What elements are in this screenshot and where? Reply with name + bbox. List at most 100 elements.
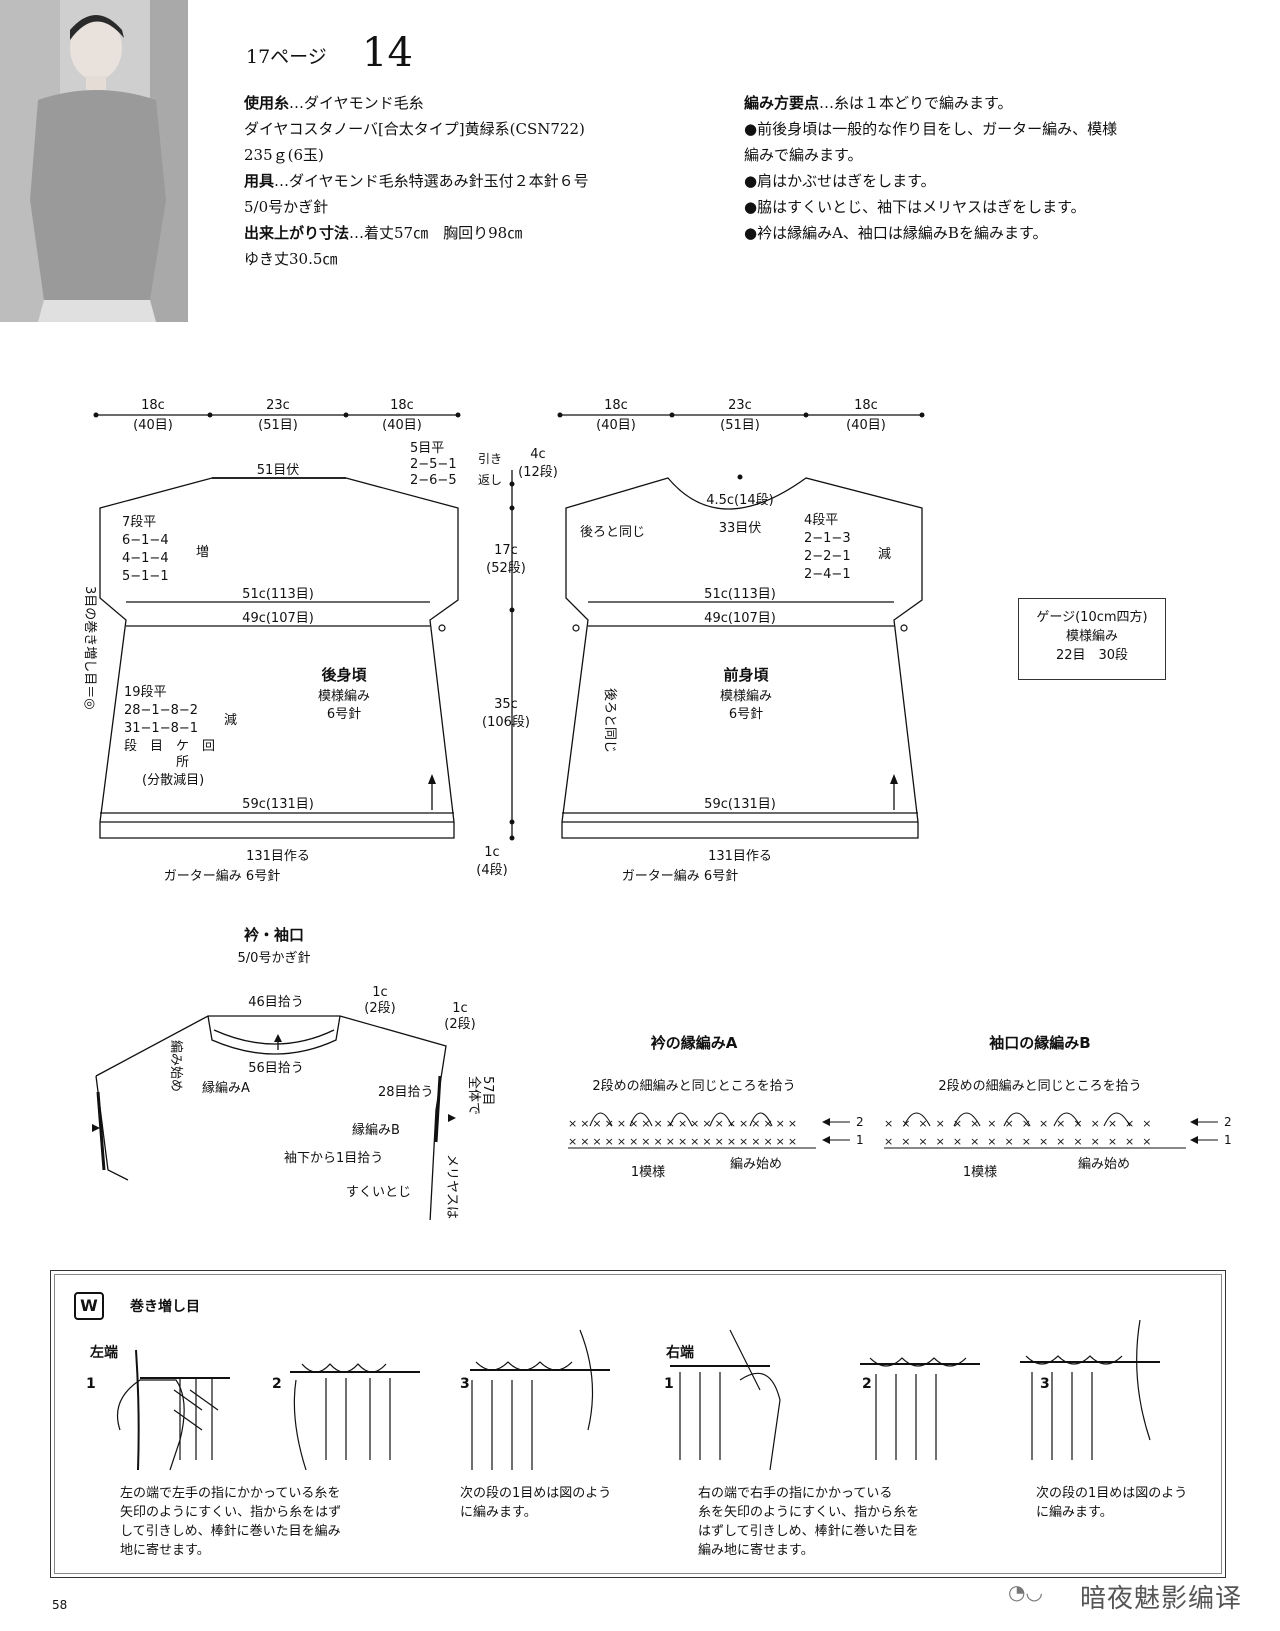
- back-dim-right: 18c: [390, 398, 414, 413]
- size-value: …着丈57㎝ 胸回り98㎝: [349, 224, 523, 242]
- front-dec-3: 2−2−1: [804, 549, 851, 564]
- back-pattern: 模様編み: [318, 688, 370, 704]
- howto-box-inner: [54, 1274, 1222, 1574]
- front-dim-left: 18c: [604, 398, 628, 413]
- technique-point: ●脇はすくいとじ、袖下はメリヤスはぎをします。: [744, 198, 1086, 216]
- back-side-note: 3目の巻き増し目＝◎: [82, 586, 97, 710]
- collar-pick-top: 46目拾う: [248, 995, 304, 1010]
- front-same-as-back: 後ろと同じ: [580, 525, 645, 540]
- collar-pick-sleeve: 28目拾う: [378, 1085, 434, 1100]
- vert-dim-1: 4c: [530, 447, 545, 462]
- back-dec-2: 28−1−8−2: [124, 703, 198, 718]
- collar-rows-2: 1c: [452, 1001, 467, 1016]
- vert-dim-4-rows: (4段): [476, 863, 507, 878]
- cast-on-symbol-icon: W: [74, 1292, 104, 1320]
- back-title: 後身頃: [320, 666, 367, 684]
- back-dim-mid-st: (51目): [258, 418, 298, 433]
- tools-value: …ダイヤモンド毛糸特選あみ針玉付２本針６号: [274, 172, 589, 190]
- svg-text:×××××××××××××××××××: ×××××××××××××××××××: [568, 1135, 800, 1148]
- back-inc-1: 7段平: [122, 515, 156, 530]
- back-dec-5: 所: [176, 755, 189, 770]
- gauge-line-3: 22目 30段: [1055, 648, 1129, 663]
- front-dim-mid: 23c: [728, 398, 752, 413]
- howto-title: 巻き増し目: [130, 1299, 200, 1315]
- watermark: 暗夜魅影编译: [1080, 1584, 1243, 1614]
- front-width-3: 59c(131目): [704, 797, 776, 812]
- step-3-right: 3: [1040, 1376, 1050, 1392]
- edging-a-note: 2段めの細編みと同じところを拾う: [592, 1078, 795, 1094]
- back-dec-1: 19段平: [124, 685, 167, 700]
- back-dec-4: 段 目 ケ 回: [124, 739, 215, 754]
- collar-graft: メリヤスはぎ: [444, 1154, 459, 1220]
- gauge-line-2: 模様編み: [1065, 629, 1118, 644]
- gauge-box: ゲージ(10cm四方) 模様編み 22目 30段: [1018, 598, 1166, 680]
- step-2-right: 2: [862, 1376, 872, 1392]
- back-garter: ガーター編み 6号針: [164, 868, 280, 884]
- front-pattern: 模様編み: [720, 688, 772, 704]
- vert-dim-3-rows: (106段): [482, 715, 530, 730]
- collar-rows-1: 1c: [372, 985, 387, 1000]
- body-schematics: 18c (40目) 23c (51目) 18c (40目) 51目伏 5目平 2…: [82, 398, 925, 884]
- collar-title: 衿・袖口: [244, 926, 304, 944]
- back-inc-2: 6−1−4: [122, 533, 169, 548]
- front-needle: 6号針: [729, 707, 763, 722]
- edging-a-row1: 1: [856, 1133, 864, 1147]
- collar-edge-a: 縁編みA: [202, 1080, 250, 1096]
- front-same-as-back-v: 後ろと同じ: [602, 688, 617, 753]
- howto-box: [50, 1270, 1226, 1578]
- howto-right-text-3: 次の段の1目めは図のよう に編みます。: [1036, 1486, 1188, 1520]
- collar-rows-1b: (2段): [364, 1001, 395, 1016]
- back-shoulder-note-1: 引き: [478, 452, 502, 466]
- front-title: 前身頃: [723, 666, 769, 684]
- howto-left-text-1: 左の端で左手の指にかかっている糸を 矢印のようにすくい、指から糸をはず して引き…: [120, 1486, 342, 1558]
- front-neck-bindoff: 33目伏: [719, 521, 762, 536]
- howto-right-label: 右端: [666, 1345, 694, 1361]
- vert-dim-4: 1c: [484, 845, 499, 860]
- back-dim-mid: 23c: [266, 398, 290, 413]
- back-inc-4: 5−1−1: [122, 569, 169, 584]
- collar-underarm: 袖下から1目拾う: [284, 1151, 383, 1166]
- technique-value: …糸は１本どりで編みます。: [819, 94, 1013, 112]
- technique-point: ●肩はかぶせはぎをします。: [744, 172, 936, 190]
- technique-point: 編みで編みます。: [744, 146, 863, 164]
- edging-a-repeat: 1模様: [631, 1165, 665, 1180]
- back-dim-left: 18c: [141, 398, 165, 413]
- back-dec-label: 減: [224, 712, 237, 728]
- yarn-detail: ダイヤコスタノーバ[合太タイプ]黄緑系(CSN722): [244, 120, 585, 138]
- back-dim-left-st: (40目): [133, 418, 173, 433]
- collar-pick-bottom: 56目拾う: [248, 1061, 304, 1076]
- back-neck-bindoff: 51目伏: [257, 463, 300, 478]
- edging-b-start: 編み始め: [1078, 1156, 1130, 1172]
- chat-bubble-icon: ◔◡: [1008, 1580, 1043, 1604]
- edging-b-row1: 1: [1224, 1133, 1232, 1147]
- step-1-left: 1: [86, 1376, 96, 1392]
- gauge-line-1: ゲージ(10cm四方): [1036, 610, 1148, 625]
- back-needle: 6号針: [327, 707, 361, 722]
- howto-right-text-1: 右の端で右手の指にかかっている 糸を矢印のようにすくい、指から糸を はずして引き…: [698, 1486, 920, 1558]
- technique-point: ●前後身頃は一般的な作り目をし、ガーター編み、模様: [744, 120, 1118, 138]
- vert-dim-1-rows: (12段): [518, 465, 558, 480]
- yarn-label: 使用糸: [244, 94, 290, 112]
- step-3-left: 3: [460, 1376, 470, 1392]
- front-dec-4: 2−4−1: [804, 567, 851, 582]
- howto-left-text-3: 次の段の1目めは図のよう に編みます。: [460, 1486, 612, 1520]
- front-cast-on: 131目作る: [708, 849, 772, 864]
- specs-block: 使用糸…ダイヤモンド毛糸 ダイヤコスタノーバ[合太タイプ]黄緑系(CSN722)…: [244, 90, 684, 272]
- edging-b-row2: 2: [1224, 1115, 1232, 1129]
- back-cast-on: 131目作る: [246, 849, 310, 864]
- back-dec-6: (分散減目): [142, 772, 204, 788]
- pattern-number: 14: [362, 30, 413, 76]
- back-shoulder-3: 2−6−5: [410, 473, 457, 488]
- finishing-diagrams: ××××××××××××××××××× ××××××××××××××××××× …: [92, 926, 1232, 1220]
- howto-left-label: 左端: [90, 1345, 118, 1361]
- front-garter: ガーター編み 6号針: [622, 868, 738, 884]
- front-dim-right: 18c: [854, 398, 878, 413]
- collar-start: 編み始め: [168, 1040, 184, 1092]
- front-dec-1: 4段平: [804, 513, 838, 528]
- front-dim-mid-st: (51目): [720, 418, 760, 433]
- back-shoulder-2: 2−5−1: [410, 457, 457, 472]
- edging-b-repeat: 1模様: [963, 1165, 997, 1180]
- yarn-amount: 235ｇ(6玉): [244, 146, 324, 164]
- size-label: 出来上がり寸法: [244, 224, 350, 242]
- page-reference: 17ページ: [246, 46, 327, 68]
